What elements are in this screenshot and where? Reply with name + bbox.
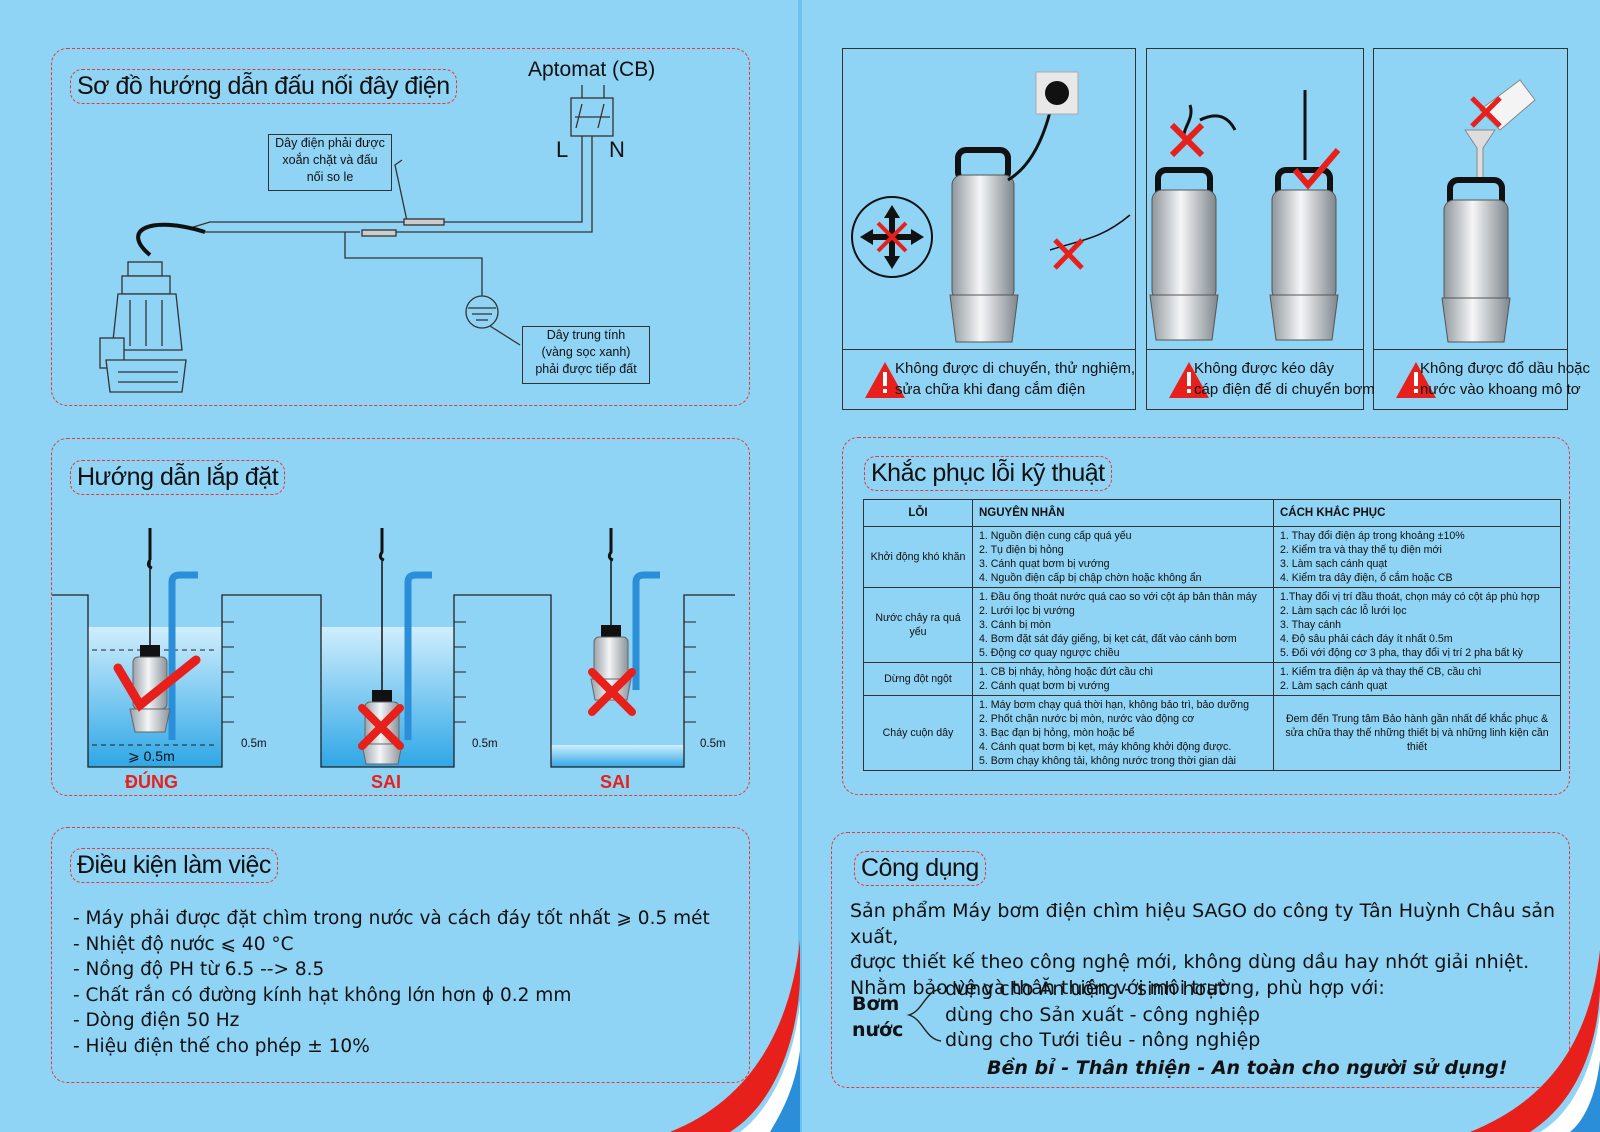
breaker-label: Aptomat (CB)	[528, 58, 656, 81]
conditions-list: - Máy phải được đặt chìm trong nước và c…	[73, 906, 710, 1060]
table-row: Nước chảy ra quá yếu 1. Đầu ống thoát nư…	[863, 587, 1561, 663]
wiring-diagram	[99, 85, 614, 393]
list-item: dùng cho Ăn uống - sinh hoạt	[945, 978, 1226, 1000]
troubleshoot-title: Khắc phục lỗi kỹ thuật	[864, 456, 1112, 491]
depth-label-1: 0.5m	[241, 738, 267, 750]
live-label: L	[556, 137, 569, 162]
verdict-wrong-2: SAI	[600, 772, 631, 792]
condition-item: - Máy phải được đặt chìm trong nước và c…	[73, 908, 710, 929]
depth-label-3: 0.5m	[700, 738, 726, 750]
troubleshoot-table: LỖI NGUYÊN NHÂN CÁCH KHẮC PHỤC Khởi động…	[863, 499, 1561, 771]
corner-stripes-left	[670, 940, 800, 1132]
usage-slogan: Bền bỉ - Thân thiện - An toàn cho người …	[987, 1057, 1508, 1079]
twist-note: Dây điện phải được xoắn chặt và đấu nối …	[268, 134, 392, 191]
wiring-title: Sơ đồ hướng dẫn đấu nối đây điện	[70, 69, 457, 104]
warning-text-1: Không được di chuyển, thử nghiệm, sửa ch…	[895, 360, 1136, 398]
condition-item: - Dòng điện 50 Hz	[73, 1010, 240, 1032]
verdict-wrong-1: SAI	[371, 772, 402, 792]
list-item: dùng cho Tưới tiêu - nông nghiệp	[945, 1029, 1261, 1051]
min-depth-label: ⩾ 0.5m	[128, 748, 175, 764]
usage-intro: Sản phẩm Máy bơm điện chìm hiệu SAGO do …	[850, 900, 1556, 999]
warning-text-3: Không được đổ dầu hoặc nước vào khoang m…	[1420, 360, 1591, 398]
pump-water-label: Bơm nước	[852, 993, 904, 1041]
troubleshoot-panel	[842, 437, 1570, 795]
usage-bracket	[906, 988, 942, 1042]
list-item: dùng cho Sản xuất - công nghiệp	[945, 1003, 1260, 1026]
wiring-panel	[51, 48, 750, 406]
ground-note: Dây trung tính (vàng sọc xanh) phải được…	[522, 326, 650, 384]
usage-title: Công dụng	[854, 851, 986, 886]
usage-panel	[831, 832, 1570, 1088]
install-title: Hướng dẫn lắp đặt	[70, 460, 286, 495]
warning-text-2: Không được kéo dây cáp điện để di chuyển…	[1194, 360, 1375, 398]
conditions-title: Điều kiện làm việc	[70, 848, 278, 883]
condition-item: - Nhiệt độ nước ⩽ 40 °C	[73, 933, 294, 955]
verdict-correct: ĐÚNG	[125, 772, 178, 792]
table-header: LỖI	[863, 499, 973, 527]
table-header: NGUYÊN NHÂN	[972, 499, 1274, 527]
table-header: CÁCH KHẮC PHỤC	[1273, 499, 1561, 527]
depth-label-2: 0.5m	[472, 738, 498, 750]
install-panel	[51, 438, 750, 796]
warning-illustrations	[851, 71, 1536, 398]
warning-card-2	[1146, 48, 1364, 410]
page-fold	[798, 0, 802, 1132]
condition-item: - Hiệu điện thế cho phép ± 10%	[73, 1035, 370, 1057]
conditions-panel	[51, 827, 750, 1083]
table-row: Cháy cuộn dây 1. Máy bơm chạy quá thời h…	[863, 695, 1561, 771]
install-diagram	[52, 528, 735, 768]
table-row: Khởi động khó khăn 1. Nguồn điện cung cấ…	[863, 526, 1561, 588]
corner-stripes-right	[1470, 950, 1600, 1132]
usage-list: dùng cho Ăn uống - sinh hoạt dùng cho Sả…	[945, 977, 1260, 1054]
table-row: Dừng đột ngột 1. CB bị nhảy, hỏng hoặc đ…	[863, 662, 1561, 696]
condition-item: - Nồng độ PH từ 6.5 --> 8.5	[73, 959, 325, 981]
warning-card-3	[1373, 48, 1568, 410]
neutral-label: N	[609, 137, 625, 162]
condition-item: - Chất rắn có đường kính hạt không lớn h…	[73, 984, 572, 1006]
warning-card-1	[842, 48, 1136, 410]
